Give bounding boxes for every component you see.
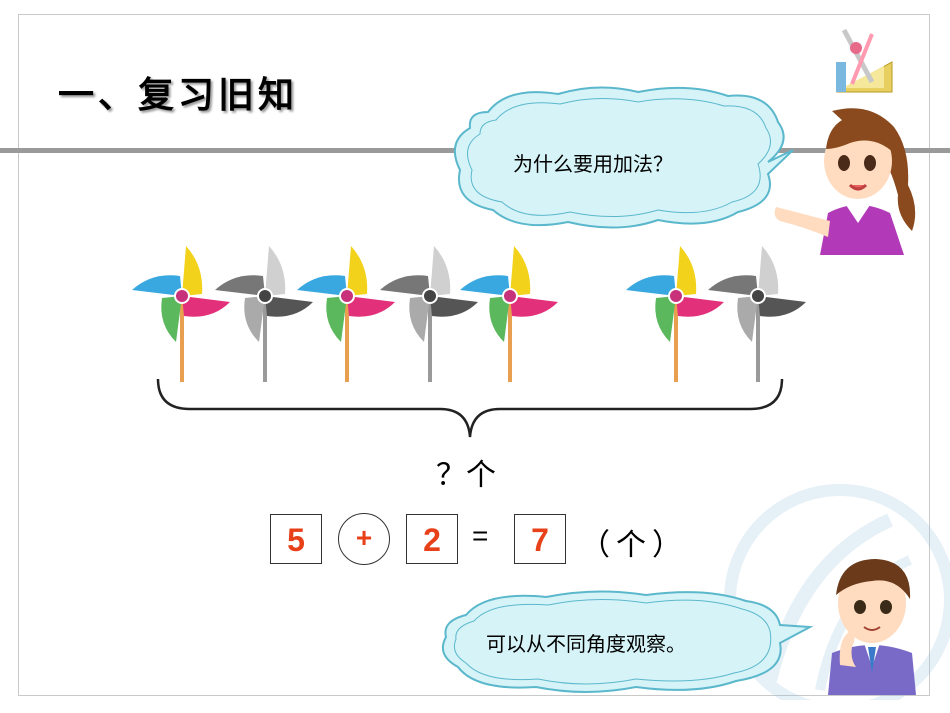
pinwheel-gray-3 xyxy=(707,245,807,383)
thinking-boy-icon xyxy=(828,559,916,695)
unknown-count-label: ？个 xyxy=(436,458,496,493)
teacher-girl-icon xyxy=(774,108,916,255)
question-speech-bubble xyxy=(453,86,794,229)
pinwheel-row xyxy=(131,245,807,383)
pinwheel-colored-2 xyxy=(296,245,396,383)
grouping-brace xyxy=(156,378,784,438)
page-title: 一、复习旧知 xyxy=(58,74,299,116)
addend1-box: 5 xyxy=(270,514,322,564)
ruler-compass-logo-icon xyxy=(836,28,893,93)
pinwheel-colored-4 xyxy=(625,245,725,383)
pinwheel-colored-1 xyxy=(131,245,231,383)
addend2-box: 2 xyxy=(406,514,458,564)
pinwheel-gray-2 xyxy=(379,245,479,383)
answer-text: 可以从不同角度观察。 xyxy=(486,632,686,656)
slide-frame xyxy=(18,14,930,696)
equals-sign: = xyxy=(472,520,489,551)
operator-circle: + xyxy=(338,513,390,565)
pinwheel-colored-3 xyxy=(459,245,559,383)
answer-speech-bubble xyxy=(442,590,814,693)
pinwheel-gray-1 xyxy=(214,245,314,383)
question-text: 为什么要用加法？ xyxy=(513,152,673,176)
unit-label: （个） xyxy=(580,528,688,563)
result-box: 7 xyxy=(514,514,566,564)
